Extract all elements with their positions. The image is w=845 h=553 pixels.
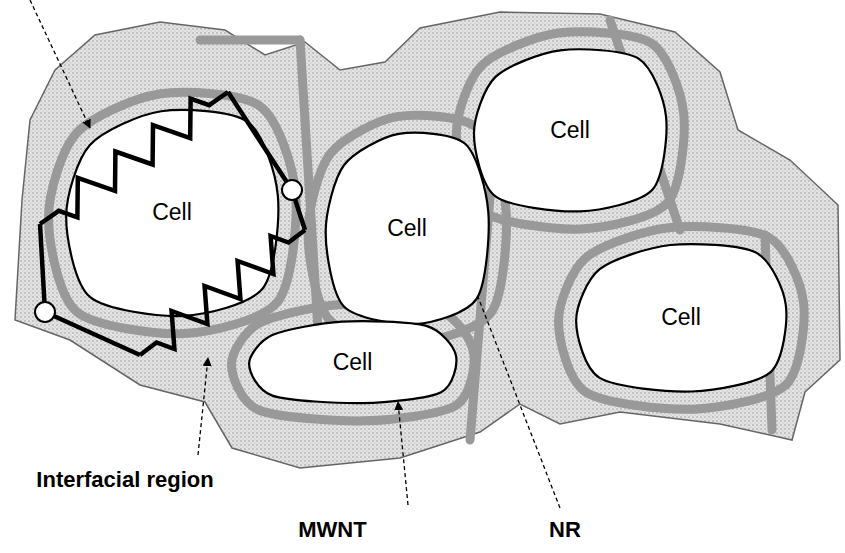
cell-label: Cell [550, 117, 590, 144]
part-label: MWNT [285, 516, 380, 544]
foam-cell: Cell [245, 318, 460, 406]
foam-cell: Cell [572, 240, 790, 395]
foam-cell: Cell [322, 128, 492, 328]
mwnt-bands [49, 20, 805, 440]
part-label: Interfacial region [30, 466, 220, 494]
part-label: NR [535, 516, 595, 544]
cell-label: Cell [661, 304, 701, 331]
cell-label: Cell [387, 215, 427, 242]
interfacial-region [15, 12, 840, 468]
cell-label: Cell [152, 199, 192, 226]
leader-lines [30, 0, 560, 508]
cell-label: Cell [333, 349, 373, 376]
foam-cell: Cell [62, 105, 282, 320]
foam-cell: Cell [470, 45, 670, 215]
